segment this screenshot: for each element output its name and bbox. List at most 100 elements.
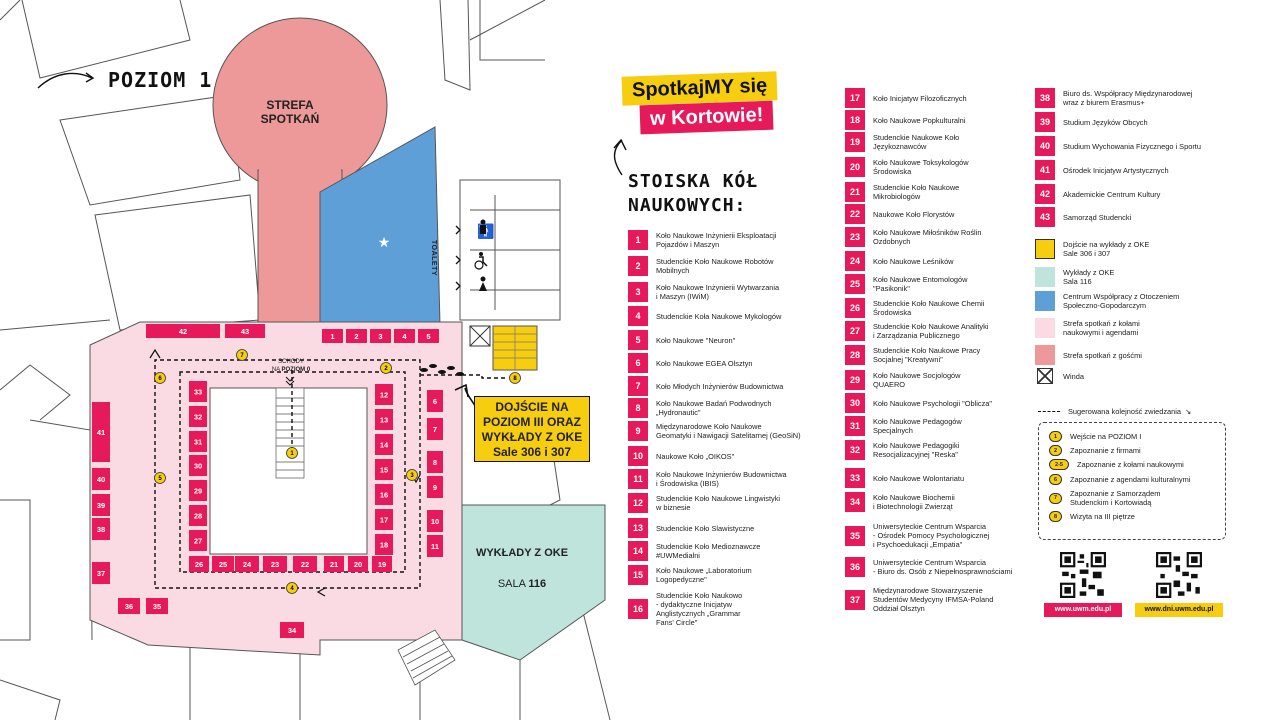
legend-text: Strefa spotkań z gośćmi: [1063, 350, 1142, 360]
map-booth-15[interactable]: 15: [375, 459, 393, 480]
map-booth-33[interactable]: 33: [189, 381, 207, 402]
booth-number: 7: [628, 376, 648, 396]
booth-name: Ośrodek Inicjatyw Artystycznych: [1063, 165, 1169, 175]
dni-link[interactable]: www.dni.uwm.edu.pl: [1135, 603, 1223, 617]
map-booth-10[interactable]: 10: [427, 510, 443, 532]
booth-number: 12: [628, 493, 648, 513]
route-badge-label: 6: [158, 376, 162, 382]
map-booth-38[interactable]: 38: [92, 518, 110, 540]
map-booth-23[interactable]: 23: [263, 556, 287, 572]
booth-name: Koło Naukowe Entomologów "Pasikonik": [873, 275, 968, 293]
booth-number: 29: [845, 370, 865, 390]
map-booth-label: 23: [271, 560, 279, 569]
map-booth-36[interactable]: 36: [118, 598, 140, 614]
map-booth-4[interactable]: 4: [394, 329, 415, 343]
map-booth-28[interactable]: 28: [189, 505, 207, 526]
booth-number: 13: [628, 518, 648, 538]
map-booth-31[interactable]: 31: [189, 431, 207, 452]
map-booth-20[interactable]: 20: [348, 556, 368, 572]
map-booth-41[interactable]: 41: [92, 402, 110, 462]
booth-name: Koło Naukowe Badań Podwodnych „Hydronaut…: [656, 399, 772, 417]
map-booth-3[interactable]: 3: [370, 329, 391, 343]
map-booth-7[interactable]: 7: [427, 418, 443, 440]
map-booth-label: 35: [153, 602, 161, 611]
map-booth-39[interactable]: 39: [92, 494, 110, 516]
map-booth-29[interactable]: 29: [189, 480, 207, 501]
booth-number: 19: [845, 132, 865, 152]
map-booth-16[interactable]: 16: [375, 484, 393, 505]
map-booth-9[interactable]: 9: [427, 476, 443, 498]
qr-code-dni[interactable]: [1156, 552, 1202, 598]
map-booth-22[interactable]: 22: [293, 556, 317, 572]
legend-text: Winda: [1063, 371, 1084, 381]
route-step-text: Wizyta na III piętrze: [1070, 512, 1135, 521]
booth-number: 37: [845, 589, 865, 610]
booth-number: 41: [1035, 160, 1055, 180]
booth-number: 1: [628, 230, 648, 250]
map-booth-32[interactable]: 32: [189, 406, 207, 427]
map-booth-17[interactable]: 17: [375, 509, 393, 530]
booth-name: Koło Naukowe Socjologów QUAERO: [873, 371, 961, 389]
map-booth-35[interactable]: 35: [146, 598, 168, 614]
booth-name: Naukowe Koło „OIKOS": [656, 451, 735, 461]
map-booth-13[interactable]: 13: [375, 409, 393, 430]
booth-number: 24: [845, 251, 865, 271]
route-step-badge: 6: [1049, 474, 1062, 485]
map-booth-34[interactable]: 34: [280, 622, 304, 638]
map-booth-label: 22: [301, 560, 309, 569]
map-booth-1[interactable]: 1: [322, 329, 343, 343]
map-booth-14[interactable]: 14: [375, 434, 393, 455]
map-booth-18[interactable]: 18: [375, 534, 393, 555]
legend-item: Strefa spotkań z gośćmi: [1035, 345, 1235, 365]
route-badge-4: 4: [286, 582, 298, 594]
map-booth-label: 9: [433, 483, 437, 492]
map-booth-6[interactable]: 6: [427, 390, 443, 412]
map-booth-27[interactable]: 27: [189, 530, 207, 551]
booth-name: Koło Naukowe Inżynierów Budownictwa i Śr…: [656, 470, 787, 488]
legend-text: Dojście na wykłady z OKE Sale 306 i 307: [1063, 240, 1150, 258]
map-booth-label: 28: [194, 512, 202, 521]
map-booth-43[interactable]: 43: [225, 324, 265, 338]
map-booth-label: 26: [195, 560, 203, 569]
uwm-link[interactable]: www.uwm.edu.pl: [1044, 603, 1122, 617]
footprints-icon: [420, 364, 464, 376]
map-booth-21[interactable]: 21: [324, 556, 344, 572]
level3-callout: DOJŚCIE NA POZIOM III ORAZ WYKŁADY Z OKE…: [474, 396, 590, 462]
map-booth-label: 34: [288, 626, 297, 635]
map-booth-11[interactable]: 11: [427, 535, 443, 557]
map-booth-label: 3: [378, 332, 382, 341]
map-booth-2[interactable]: 2: [346, 329, 367, 343]
map-booth-19[interactable]: 19: [372, 556, 392, 572]
map-booth-label: 40: [97, 475, 105, 484]
map-booth-42[interactable]: 42: [146, 324, 220, 338]
legend-item: Strefa spotkań z kołami naukowymi i agen…: [1035, 318, 1235, 338]
booth-number: 2: [628, 256, 648, 276]
booth-number: 35: [845, 525, 865, 546]
booth-name: Koło Naukowe Miłośników Roślin Ozdobnych: [873, 228, 982, 246]
map-booth-24[interactable]: 24: [235, 556, 259, 572]
booth-name: Studenckie Koło Naukowe Analityki i Zarz…: [873, 322, 989, 340]
map-booth-37[interactable]: 37: [92, 562, 110, 584]
map-booth-30[interactable]: 30: [189, 455, 207, 476]
booth-name: Koło Naukowe „Laboratorium Logopedyczne": [656, 566, 752, 584]
map-booth-40[interactable]: 40: [92, 468, 110, 490]
qr-code-uwm[interactable]: [1060, 552, 1106, 598]
map-booth-26[interactable]: 26: [189, 556, 209, 572]
map-booth-5[interactable]: 5: [418, 329, 439, 343]
map-booth-12[interactable]: 12: [375, 384, 393, 405]
booth-name: Międzynarodowe Stowarzyszenie Studentów …: [873, 586, 994, 613]
booth-name: Koło Naukowe Psychologii "Oblicza": [873, 398, 993, 408]
route-badge-label: 3: [410, 473, 414, 479]
star-icon: ★: [378, 235, 391, 251]
map-booth-8[interactable]: 8: [427, 451, 443, 473]
map-booth-25[interactable]: 25: [212, 556, 234, 572]
booth-name: Koło Naukowe Pedagogów Specjalnych: [873, 417, 962, 435]
